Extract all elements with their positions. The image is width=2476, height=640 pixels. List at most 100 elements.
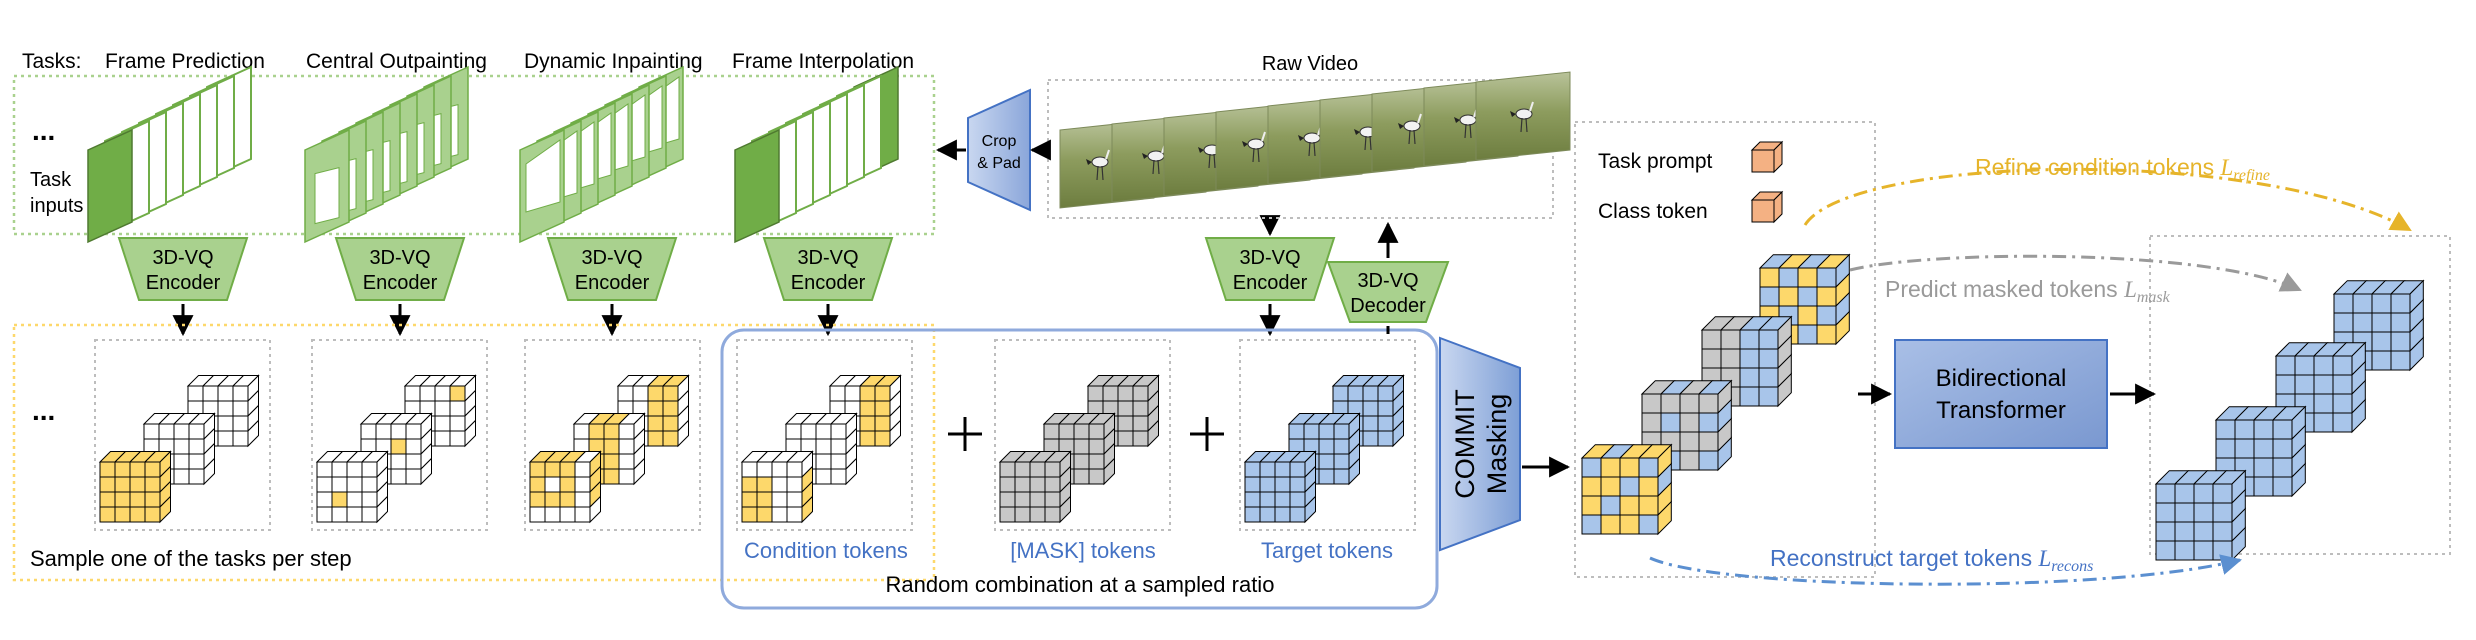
combination-label: Random combination at a sampled ratio xyxy=(886,572,1275,597)
token-cell-side xyxy=(203,457,215,486)
token-cell xyxy=(1333,453,1350,470)
token-cell xyxy=(1244,476,1261,493)
token-cell-side xyxy=(1059,495,1071,524)
token-cell xyxy=(361,476,378,493)
token-cell xyxy=(2193,502,2214,523)
token-cell xyxy=(1132,415,1149,432)
token-cell xyxy=(544,461,561,478)
token-cell xyxy=(603,468,620,485)
token-cell xyxy=(1377,400,1394,417)
token-cell xyxy=(559,506,576,523)
token-cell xyxy=(316,491,333,508)
token-cell xyxy=(2215,438,2236,459)
token-cell xyxy=(785,423,802,440)
token-cell xyxy=(2193,483,2214,504)
token-cell xyxy=(2313,355,2334,376)
token-cell xyxy=(1044,506,1061,523)
token-cell xyxy=(144,491,161,508)
token-cell xyxy=(618,468,635,485)
token-cell xyxy=(202,385,219,402)
token-cell xyxy=(874,385,891,402)
right-token-stacks xyxy=(1580,253,2425,562)
token-cell xyxy=(1638,457,1659,478)
encoder-line-2: Encoder xyxy=(363,272,438,294)
token-cell xyxy=(1638,514,1659,535)
recons-loss-label: Reconstruct target tokens Lrecons xyxy=(1770,545,2093,575)
token-cell xyxy=(232,415,249,432)
token-cell xyxy=(1362,385,1379,402)
raw-video-frames xyxy=(1059,71,1571,209)
token-cell xyxy=(390,468,407,485)
token-cell xyxy=(1641,393,1662,414)
token-cell-side xyxy=(889,419,901,448)
sample-caption: Sample one of the tasks per step xyxy=(30,546,352,571)
token-cell xyxy=(1117,430,1134,447)
token-cell xyxy=(786,461,803,478)
token-cell xyxy=(1758,329,1779,350)
token-cell xyxy=(618,453,635,470)
token-cell-side xyxy=(589,495,601,524)
token-cell xyxy=(756,461,773,478)
token-cell xyxy=(529,506,546,523)
token-cell xyxy=(1641,412,1662,433)
token-cell xyxy=(1660,393,1681,414)
token-cell-side xyxy=(2409,336,2424,372)
token-block xyxy=(359,412,433,486)
token-cell xyxy=(99,491,116,508)
token-cell xyxy=(232,430,249,447)
token-cell-side xyxy=(677,419,689,448)
token-cell-side xyxy=(247,419,259,448)
token-cell xyxy=(331,461,348,478)
token-block xyxy=(1243,450,1317,524)
crop-pad-block xyxy=(967,88,1031,212)
token-cell xyxy=(2294,374,2315,395)
token-cell xyxy=(316,476,333,493)
token-cell xyxy=(434,415,451,432)
token-cell xyxy=(331,476,348,493)
decoder-line-2: Decoder xyxy=(1350,295,1426,317)
recons-loss-arrow xyxy=(1649,554,2243,586)
token-cell xyxy=(129,476,146,493)
token-stacks xyxy=(98,374,1405,524)
encoder-line-2: Encoder xyxy=(575,272,650,294)
token-cell xyxy=(1303,423,1320,440)
token-cell xyxy=(1029,476,1046,493)
token-cell xyxy=(2234,419,2255,440)
token-cell xyxy=(1044,461,1061,478)
right-input-panel xyxy=(1574,121,1876,578)
token-cell xyxy=(1259,506,1276,523)
sample-tokens-ellipsis: ... xyxy=(32,395,55,426)
token-cell xyxy=(2215,419,2236,440)
token-cell xyxy=(830,453,847,470)
token-cell xyxy=(2313,374,2334,395)
encoder-line-1: 3D-VQ xyxy=(1239,247,1300,269)
commit-masking-block xyxy=(1439,336,1521,552)
token-cell xyxy=(143,423,160,440)
task-inputs-label-1: Task xyxy=(30,169,72,191)
token-cell xyxy=(1289,506,1306,523)
token-cell xyxy=(1759,286,1780,307)
token-cell xyxy=(603,438,620,455)
token-cell xyxy=(1619,514,1640,535)
token-cell xyxy=(1739,329,1760,350)
token-cell xyxy=(2313,393,2334,414)
token-cell xyxy=(1332,385,1349,402)
token-cell xyxy=(158,423,175,440)
token-cell xyxy=(434,385,451,402)
token-cell xyxy=(1289,461,1306,478)
token-cell xyxy=(2174,502,2195,523)
token-cell xyxy=(144,461,161,478)
token-cell xyxy=(1600,457,1621,478)
token-cell xyxy=(1701,329,1722,350)
token-cell xyxy=(662,415,679,432)
token-cell-side xyxy=(845,457,857,486)
token-cell xyxy=(129,461,146,478)
token-cell xyxy=(2272,419,2293,440)
token-cell xyxy=(405,468,422,485)
token-cell xyxy=(2174,521,2195,542)
token-cell xyxy=(1600,495,1621,516)
token-cell-side xyxy=(2291,462,2306,498)
transformer-line-2: Transformer xyxy=(1936,397,2066,424)
